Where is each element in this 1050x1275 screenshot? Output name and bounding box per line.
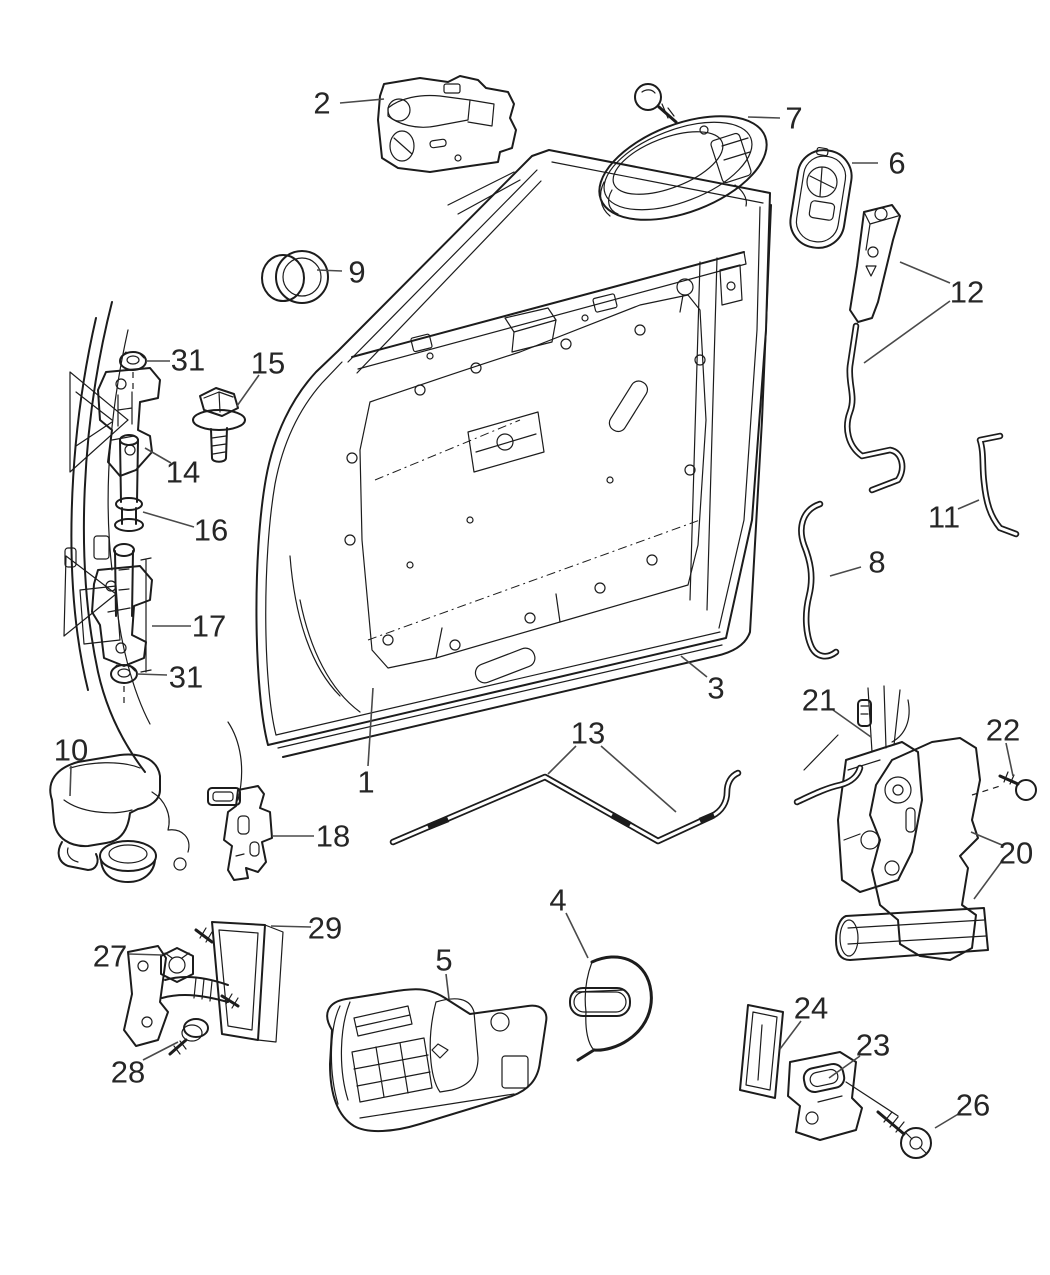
part-3-door-outer-panel [277, 204, 772, 758]
part-9-grommet [261, 250, 329, 304]
callout-label-14: 14 [166, 455, 200, 490]
callout-label-21: 21 [802, 683, 836, 718]
leader-line-12 [899, 261, 951, 284]
callout-label-5: 5 [435, 943, 452, 978]
leader-line-16 [142, 511, 195, 528]
leader-line-20 [973, 860, 1003, 900]
callout-label-18: 18 [316, 819, 350, 854]
leader-line-5 [445, 973, 450, 1000]
leader-line-13 [547, 745, 577, 775]
leader-line-23 [828, 1055, 861, 1079]
part-15-hinge-bolt [192, 387, 246, 463]
part-10-release-handle-boot [49, 753, 161, 883]
callout-label-22: 22 [986, 713, 1020, 748]
leader-line-13 [600, 745, 677, 813]
part-20-door-latch [793, 685, 1001, 961]
part-31-push-nut-upper [119, 351, 147, 371]
part-24-striker-shim [739, 1004, 784, 1099]
callout-label-9: 9 [348, 255, 365, 290]
callout-label-27: 27 [93, 939, 127, 974]
callout-label-6: 6 [888, 146, 905, 181]
part-31-push-nut-lower [110, 664, 138, 684]
part-23-striker [787, 1051, 899, 1141]
part-28-check-bolt [168, 1018, 209, 1056]
callout-label-31: 31 [171, 343, 205, 378]
leader-line-7 [747, 116, 781, 119]
part-16-hinge-pin-upper [114, 434, 144, 532]
part-22-latch-screw [998, 771, 1037, 801]
leader-line-28 [142, 1041, 179, 1061]
callout-label-28: 28 [111, 1055, 145, 1090]
part-2-door-module-bracket [377, 75, 517, 173]
leader-line-21 [832, 709, 872, 738]
callout-label-17: 17 [192, 609, 226, 644]
leader-line-10 [69, 765, 72, 797]
part-27-hex-nut [160, 947, 194, 983]
callout-label-3: 3 [707, 671, 724, 706]
part-21-latch-link [857, 699, 872, 727]
callout-label-24: 24 [794, 991, 828, 1026]
callout-label-15: 15 [251, 346, 285, 381]
leader-line-2 [339, 98, 385, 104]
leader-line-9 [316, 269, 343, 272]
callout-label-11: 11 [928, 500, 960, 535]
part-5-interior-trim-bezel [326, 988, 548, 1133]
leader-line-31 [136, 673, 168, 676]
leader-line-8 [829, 566, 862, 577]
callout-label-1: 1 [357, 765, 374, 800]
leader-line-27 [128, 953, 163, 956]
callout-label-4: 4 [549, 883, 566, 918]
leader-line-3 [680, 655, 708, 678]
leader-line-12 [863, 300, 951, 364]
leader-line-1 [367, 687, 374, 767]
part-1-door-inner-panel [255, 149, 771, 746]
part-12-lock-knob-linkage [844, 204, 906, 494]
part-18-lock-rod-bracket [207, 785, 273, 881]
callout-label-10: 10 [54, 733, 88, 768]
callout-label-12: 12 [950, 275, 984, 310]
part-4-handle-cup [569, 955, 653, 1062]
callout-label-29: 29 [308, 911, 342, 946]
part-13-latch-linkage-rod [389, 769, 742, 846]
callout-label-13: 13 [571, 716, 605, 751]
part-14-upper-hinge [97, 367, 161, 477]
leader-line-15 [236, 374, 260, 407]
callout-label-2: 2 [313, 86, 330, 121]
leader-line-14 [144, 447, 172, 464]
part-6-handle-gasket [789, 146, 853, 249]
callout-label-7: 7 [785, 101, 802, 136]
leader-line-20 [970, 831, 1003, 846]
part-11-lock-rod [976, 432, 1020, 538]
body-hinge-pillar [63, 301, 243, 871]
leader-line-24 [779, 1020, 802, 1050]
part-17-lower-hinge [91, 543, 153, 667]
inner-panel-holes [344, 314, 706, 651]
leader-line-22 [1005, 742, 1014, 777]
callout-label-20: 20 [999, 836, 1033, 871]
part-8-lock-rod [798, 500, 840, 660]
part-26-striker-screw [876, 1110, 932, 1159]
leader-line-4 [565, 912, 589, 959]
callout-label-31: 31 [169, 660, 203, 695]
callout-label-26: 26 [956, 1088, 990, 1123]
leader-line-29 [270, 925, 312, 928]
part-29-door-check [123, 921, 284, 1047]
leader-line-11 [957, 499, 980, 510]
callout-label-8: 8 [868, 545, 885, 580]
callout-label-16: 16 [194, 513, 228, 548]
part-7-exterior-door-handle [598, 83, 768, 221]
leader-line-26 [934, 1112, 961, 1129]
callout-label-23: 23 [856, 1028, 890, 1063]
